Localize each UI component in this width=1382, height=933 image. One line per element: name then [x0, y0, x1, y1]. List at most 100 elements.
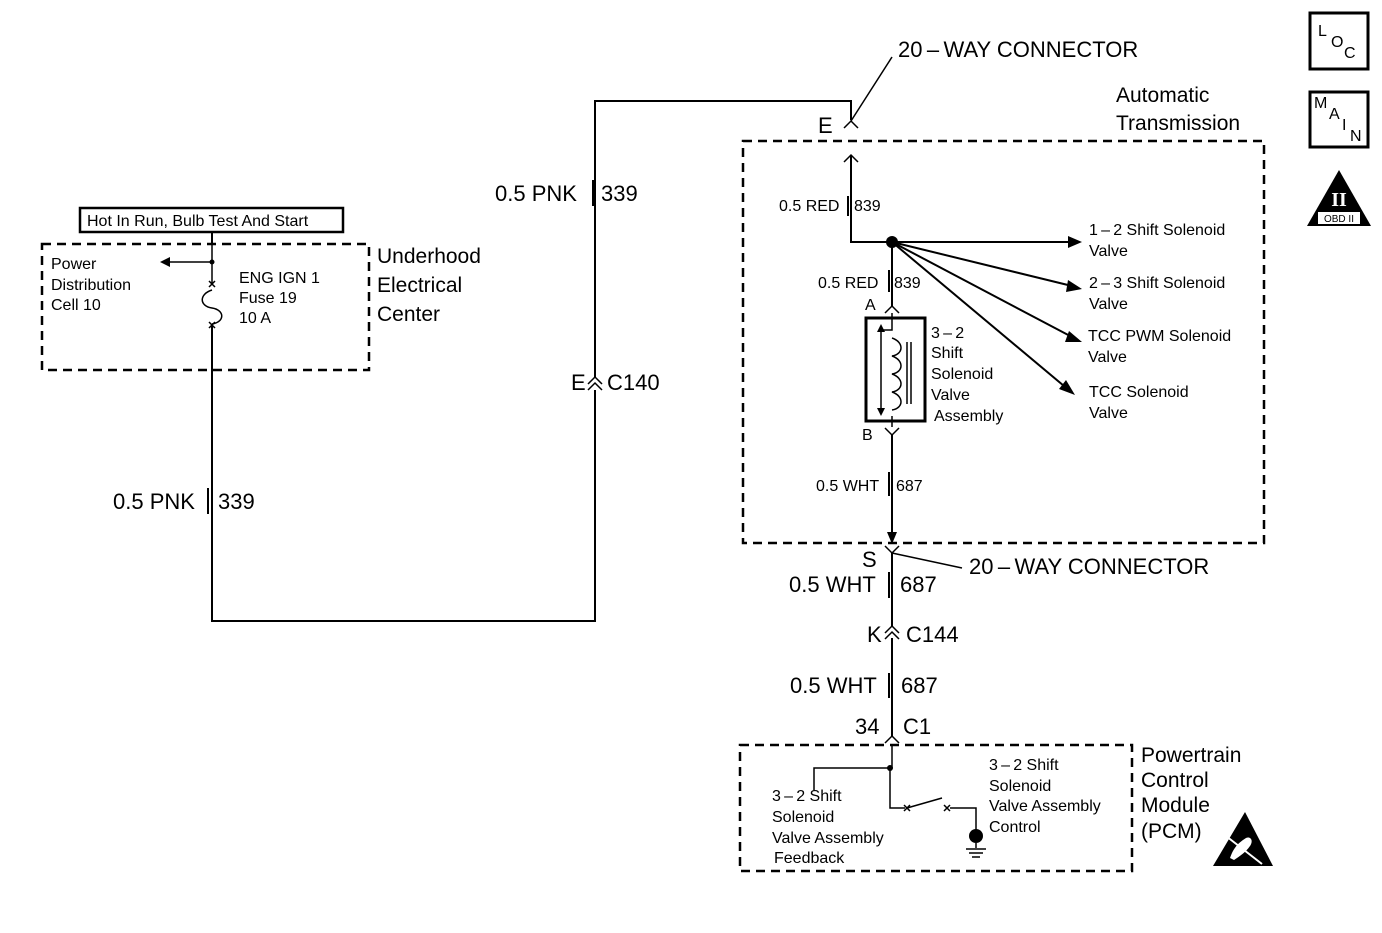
branch-tcc [891, 241, 1065, 387]
wht-low-size-color: 0.5 WHT [790, 673, 877, 698]
pcm-title-4: (PCM) [1141, 820, 1202, 843]
solenoid-label-2: Shift [931, 345, 964, 362]
pcm-title-3: Module [1141, 794, 1210, 817]
bottom-20way-pin: S [862, 547, 877, 572]
output-2-3-line1: 2 – 3 Shift Solenoid [1089, 275, 1225, 292]
feedback-line4: Feedback [774, 850, 845, 867]
solenoid-label-5: Assembly [934, 408, 1003, 425]
wht-mid-circuit: 687 [900, 572, 937, 597]
pnk-lower-size-color: 0.5 PNK [113, 489, 195, 514]
control-line2: Solenoid [989, 778, 1051, 795]
loc-icon[interactable]: L O C [1308, 11, 1370, 71]
solenoid-label-3: Solenoid [931, 366, 993, 383]
connector-top-20way[interactable]: 20 – WAY CONNECTOR E [818, 37, 1138, 138]
solenoid-label-4: Valve [931, 387, 970, 404]
c140-label: C140 [607, 370, 660, 395]
transmission-title-1: Automatic [1116, 84, 1209, 107]
obd-text: OBD II [1324, 214, 1354, 225]
connector-c1[interactable]: 34 C1 [855, 714, 931, 744]
output-2-3-line2: Valve [1089, 296, 1128, 313]
solenoid-coil-icon[interactable] [864, 313, 927, 427]
pnk-upper-size-color: 0.5 PNK [495, 181, 577, 206]
wht-inner-circuit: 687 [896, 478, 923, 495]
main-icon[interactable]: M A I N [1308, 90, 1370, 149]
output-tcc-pwm-line1: TCC PWM Solenoid [1088, 328, 1231, 345]
power-arrow-icon [160, 257, 170, 267]
red-lower-circuit: 839 [894, 275, 921, 292]
feedback-line3: Valve Assembly [772, 830, 884, 847]
output-1-2-line2: Valve [1089, 243, 1128, 260]
connector-c144[interactable]: K C144 [867, 622, 959, 647]
c144-label: C144 [906, 622, 959, 647]
pnk-lower-circuit: 339 [218, 489, 255, 514]
ground-icon [966, 829, 986, 858]
control-line3: Valve Assembly [989, 798, 1101, 815]
main-letter-i: I [1342, 117, 1346, 134]
esd-warning-icon [1213, 812, 1273, 866]
feedback-line2: Solenoid [772, 809, 834, 826]
obd-ii-icon[interactable]: II OBD II [1307, 170, 1371, 226]
wht-low-circuit: 687 [901, 673, 938, 698]
arrow-1-2-icon [1068, 236, 1082, 248]
fuse-line1: ENG IGN 1 [239, 270, 320, 287]
arrow-tcc-pwm-icon [1065, 331, 1082, 342]
wht-687-wire: 0.5 WHT 687 0.5 WHT 687 [789, 553, 938, 736]
output-1-2-line1: 1 – 2 Shift Solenoid [1089, 222, 1225, 239]
c140-pin: E [571, 370, 586, 395]
underhood-electrical-center: Hot In Run, Bulb Test And Start Power Di… [40, 206, 481, 372]
hot-in-run-box [78, 206, 345, 234]
loc-letter-c: C [1344, 45, 1356, 62]
switch-icon [903, 797, 977, 830]
main-letter-a: A [1329, 106, 1340, 123]
power-dist-line1: Power [51, 256, 97, 273]
pnk-339-wire: 0.5 PNK 339 0.5 PNK 339 [113, 100, 852, 622]
fuse-line3: 10 A [239, 310, 271, 327]
bottom-20way-label: 20 – WAY CONNECTOR [969, 554, 1209, 579]
c1-pin: 34 [855, 714, 879, 739]
red-upper-size-color: 0.5 RED [779, 198, 839, 215]
loc-letter-l: L [1318, 23, 1327, 40]
fuse-icon [201, 280, 223, 329]
pcm-boundary [738, 743, 1134, 873]
output-tcc-line2: Valve [1089, 405, 1128, 422]
solenoid-pin-a: A [865, 297, 876, 314]
obd-numeral: II [1331, 189, 1347, 211]
loc-letter-o: O [1331, 34, 1343, 51]
pcm-title-1: Powertrain [1141, 744, 1241, 767]
main-letter-n: N [1350, 128, 1362, 145]
solenoid-pin-b: B [862, 427, 873, 444]
arrow-2-3-icon [1066, 280, 1082, 292]
connector-bottom-20way[interactable]: 20 – WAY CONNECTOR S [862, 545, 1209, 579]
control-line4: Control [989, 819, 1041, 836]
output-tcc-line1: TCC Solenoid [1089, 384, 1189, 401]
underhood-title-2: Electrical [377, 274, 462, 297]
underhood-title-1: Underhood [377, 245, 481, 268]
branch-2-3 [891, 241, 1073, 287]
c144-pin: K [867, 622, 882, 647]
underhood-boundary [40, 242, 371, 372]
fuse-line2: Fuse 19 [239, 290, 297, 307]
automatic-transmission: Automatic Transmission 0.5 RED 839 1 – 2… [741, 84, 1266, 545]
underhood-title-3: Center [377, 303, 440, 326]
c1-label: C1 [903, 714, 931, 739]
top-20way-pin: E [818, 113, 833, 138]
feedback-line1: 3 – 2 Shift [772, 788, 842, 805]
control-line1: 3 – 2 Shift [989, 757, 1059, 774]
connector-c140[interactable]: E C140 [571, 370, 660, 395]
transmission-boundary [741, 139, 1266, 545]
powertrain-control-module: 3 – 2 Shift Solenoid Valve Assembly Feed… [738, 743, 1273, 873]
wht-inner-size-color: 0.5 WHT [816, 478, 879, 495]
output-tcc-pwm-line2: Valve [1088, 349, 1127, 366]
power-dist-line2: Distribution [51, 277, 131, 294]
pnk-upper-circuit: 339 [601, 181, 638, 206]
red-lower-size-color: 0.5 RED [818, 275, 878, 292]
hot-in-run-label: Hot In Run, Bulb Test And Start [87, 213, 309, 230]
main-letter-m: M [1314, 95, 1327, 112]
top-20way-label: 20 – WAY CONNECTOR [898, 37, 1138, 62]
solenoid-label-1: 3 – 2 [931, 325, 964, 342]
branch-tcc-pwm [891, 241, 1073, 338]
wht-mid-size-color: 0.5 WHT [789, 572, 876, 597]
pcm-title-2: Control [1141, 769, 1209, 792]
arrow-tcc-icon [1059, 380, 1075, 395]
